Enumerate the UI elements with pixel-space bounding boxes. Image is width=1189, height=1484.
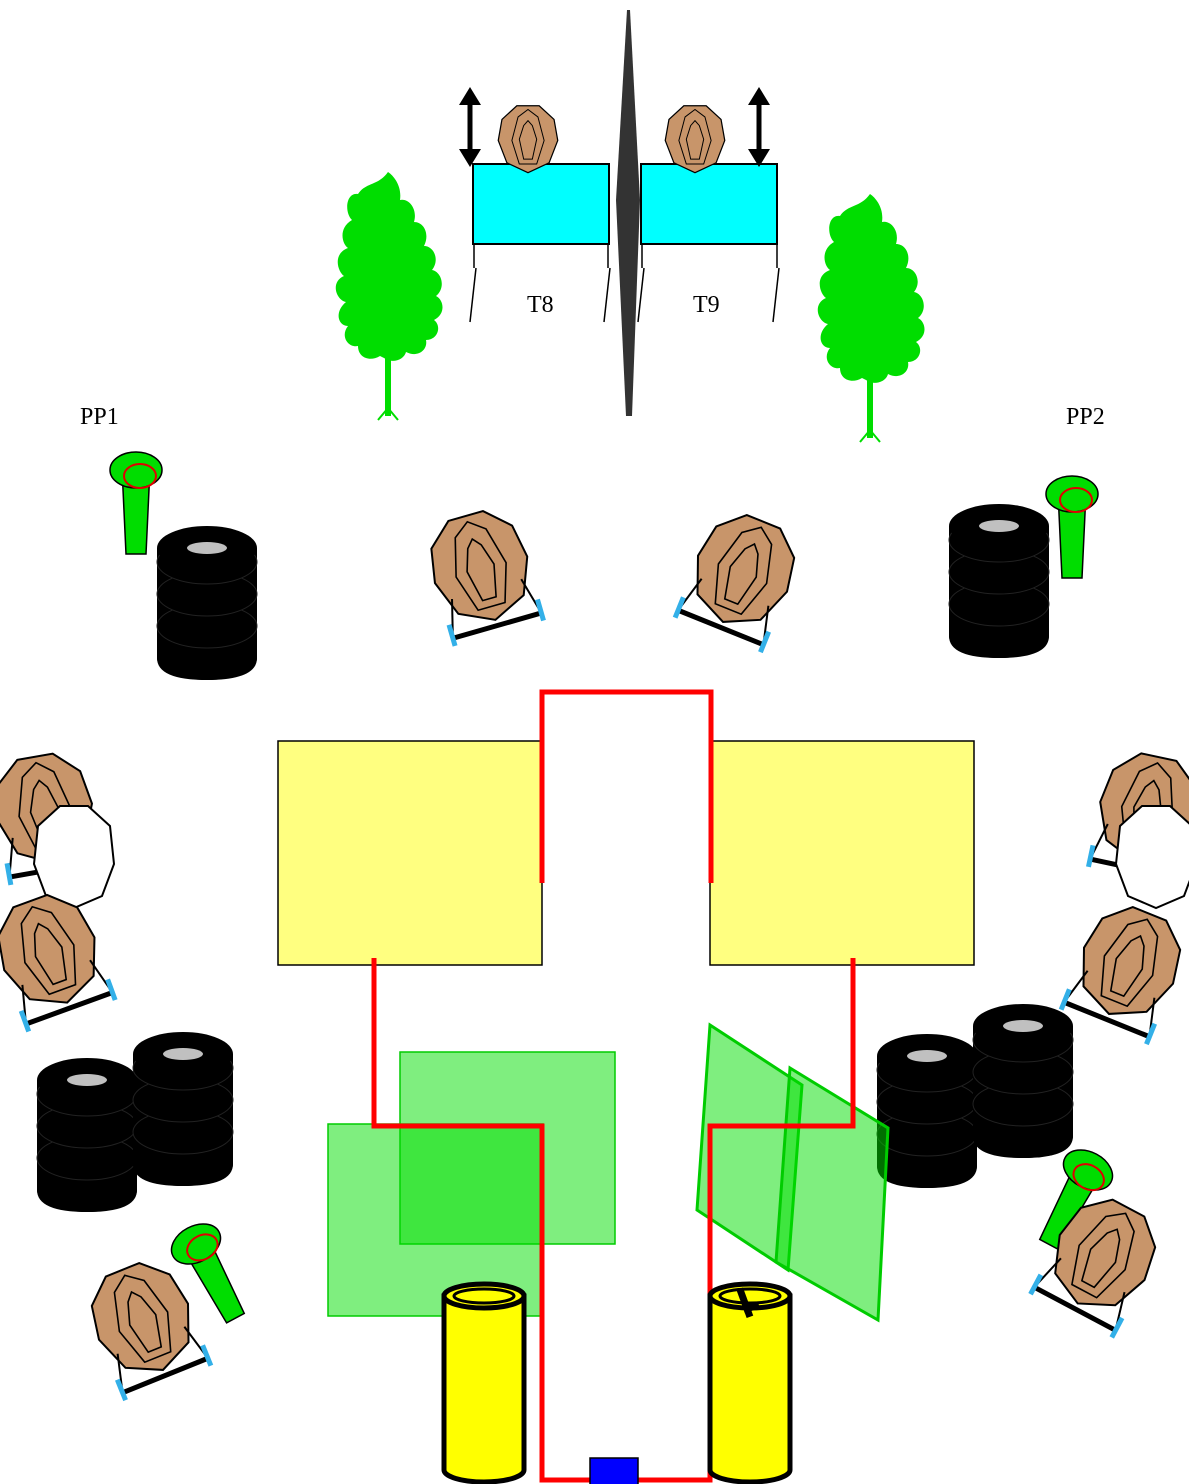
tree-left-icon — [334, 171, 444, 421]
tree-right-icon — [816, 193, 926, 443]
target-9-stand — [640, 163, 778, 245]
target-9-right-leg-slant — [772, 267, 780, 323]
paper-target-icon — [673, 504, 808, 653]
no-shoot-target-icon — [33, 805, 115, 909]
popper-2-label: PP2 — [1066, 404, 1105, 430]
popper-2-icon — [1045, 475, 1099, 579]
barricade-right — [709, 740, 975, 966]
tire-stack-icon — [876, 1033, 978, 1189]
paper-target-icon — [1029, 1186, 1171, 1339]
target-9-group: T9 — [637, 87, 780, 323]
target-8-right-leg-slant — [603, 267, 611, 323]
barrel-left-icon — [444, 1284, 524, 1482]
no-shoot-target-icon — [1115, 805, 1189, 909]
tire-stack-icon — [972, 1003, 1074, 1159]
paper-target-icon — [78, 1252, 213, 1401]
paper-target-icon — [420, 503, 546, 647]
gun-on-barrel-icon — [736, 1287, 760, 1319]
target-8-left-leg-slant — [469, 267, 477, 323]
paper-target-icon — [1059, 896, 1189, 1045]
center-wall — [616, 10, 640, 416]
target-8-up-down-arrow-icon — [459, 87, 481, 167]
barricade-left — [277, 740, 543, 966]
target-9-label: T9 — [693, 292, 720, 318]
target-9-paper-target-icon — [664, 105, 726, 174]
vision-barrier-panel — [774, 1065, 890, 1323]
fault-line — [539, 689, 714, 883]
start-position-icon — [589, 1457, 639, 1484]
tire-stack-icon — [132, 1031, 234, 1187]
popper-1-icon — [109, 451, 163, 555]
target-9-left-leg-slant — [637, 267, 645, 323]
tire-stack-icon — [36, 1057, 138, 1213]
tire-stack-icon — [156, 525, 258, 681]
target-8-stand — [472, 163, 610, 245]
target-9-up-down-arrow-icon — [748, 87, 770, 167]
target-8-label: T8 — [527, 292, 554, 318]
popper-1-label: PP1 — [80, 404, 119, 430]
tire-stack-icon — [948, 503, 1050, 659]
target-8-paper-target-icon — [497, 105, 559, 174]
paper-target-icon — [0, 885, 117, 1032]
target-8-group: T8 — [459, 87, 611, 323]
